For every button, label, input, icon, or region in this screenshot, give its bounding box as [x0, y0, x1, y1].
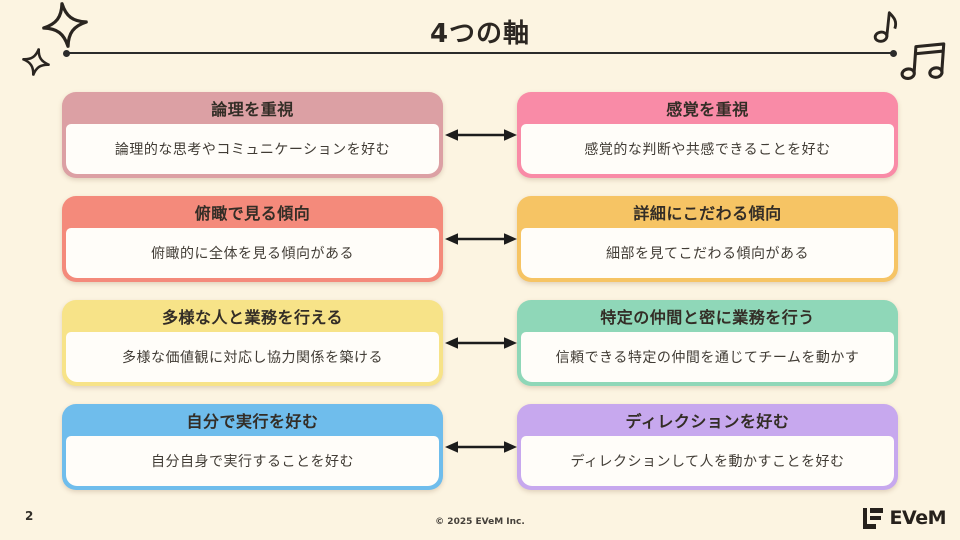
double-arrow-icon — [445, 127, 517, 143]
sparkle-large-icon — [39, 0, 91, 51]
card-description: 信頼できる特定の仲間を通じてチームを動かす — [555, 350, 860, 366]
card-title: 詳細にこだわる傾向 — [633, 204, 782, 223]
card-header: 感覚を重視 — [517, 92, 898, 124]
card-title: ディレクションを好む — [625, 412, 790, 431]
card-description: ディレクションして人を動かすことを好む — [570, 454, 845, 470]
axis-card-intuition: 感覚を重視 感覚的な判断や共感できることを好む — [517, 92, 898, 178]
card-description: 感覚的な判断や共感できることを好む — [584, 142, 831, 158]
card-title: 多様な人と業務を行える — [161, 308, 344, 327]
card-description: 多様な価値観に対応し協力関係を築ける — [122, 350, 383, 366]
card-description: 細部を見てこだわる傾向がある — [606, 246, 809, 262]
card-body: 信頼できる特定の仲間を通じてチームを動かす — [521, 332, 894, 382]
rule-dot-left — [63, 49, 70, 57]
card-title: 感覚を重視 — [666, 100, 749, 119]
card-header: 俯瞰で見る傾向 — [62, 196, 443, 228]
eighth-note-icon — [870, 4, 906, 45]
sparkle-small-icon — [19, 45, 52, 78]
card-body: 俯瞰的に全体を見る傾向がある — [66, 228, 439, 278]
double-arrow-icon — [445, 231, 517, 247]
card-body: 自分自身で実行することを好む — [66, 436, 439, 486]
page-title: 4つの軸 — [429, 19, 531, 49]
double-arrow-icon — [445, 335, 517, 351]
card-body: 感覚的な判断や共感できることを好む — [521, 124, 894, 174]
card-header: 自分で実行を好む — [62, 404, 443, 436]
axis-card-birdseye: 俯瞰で見る傾向 俯瞰的に全体を見る傾向がある — [62, 196, 443, 282]
axis-card-self-execute: 自分で実行を好む 自分自身で実行することを好む — [62, 404, 443, 490]
card-header: ディレクションを好む — [517, 404, 898, 436]
card-title: 自分で実行を好む — [186, 412, 319, 431]
card-header: 特定の仲間と密に業務を行う — [517, 300, 898, 332]
axis-card-direction: ディレクションを好む ディレクションして人を動かすことを好む — [517, 404, 898, 490]
card-title: 特定の仲間と密に業務を行う — [600, 308, 815, 327]
evem-logo: EVeM — [862, 507, 947, 529]
evem-logo-icon — [862, 507, 884, 529]
axis-card-detail: 詳細にこだわる傾向 細部を見てこだわる傾向がある — [517, 196, 898, 282]
axis-card-close-team: 特定の仲間と密に業務を行う 信頼できる特定の仲間を通じてチームを動かす — [517, 300, 898, 386]
card-body: 論理的な思考やコミュニケーションを好む — [66, 124, 439, 174]
title-underline — [67, 52, 893, 54]
card-header: 論理を重視 — [62, 92, 443, 124]
card-description: 論理的な思考やコミュニケーションを好む — [114, 142, 391, 158]
copyright-text: © 2025 EVeM Inc. — [435, 517, 525, 527]
card-title: 論理を重視 — [211, 100, 294, 119]
card-header: 多様な人と業務を行える — [62, 300, 443, 332]
beamed-notes-icon — [900, 36, 950, 83]
axis-card-logic: 論理を重視 論理的な思考やコミュニケーションを好む — [62, 92, 443, 178]
page-number: 2 — [25, 509, 34, 523]
card-body: ディレクションして人を動かすことを好む — [521, 436, 894, 486]
card-body: 細部を見てこだわる傾向がある — [521, 228, 894, 278]
card-description: 自分自身で実行することを好む — [151, 454, 354, 470]
card-title: 俯瞰で見る傾向 — [194, 204, 311, 223]
axis-card-diverse-people: 多様な人と業務を行える 多様な価値観に対応し協力関係を築ける — [62, 300, 443, 386]
rule-dot-right — [890, 49, 897, 57]
card-header: 詳細にこだわる傾向 — [517, 196, 898, 228]
card-body: 多様な価値観に対応し協力関係を築ける — [66, 332, 439, 382]
card-description: 俯瞰的に全体を見る傾向がある — [151, 246, 354, 262]
double-arrow-icon — [445, 439, 517, 455]
logo-text: EVeM — [889, 507, 947, 529]
